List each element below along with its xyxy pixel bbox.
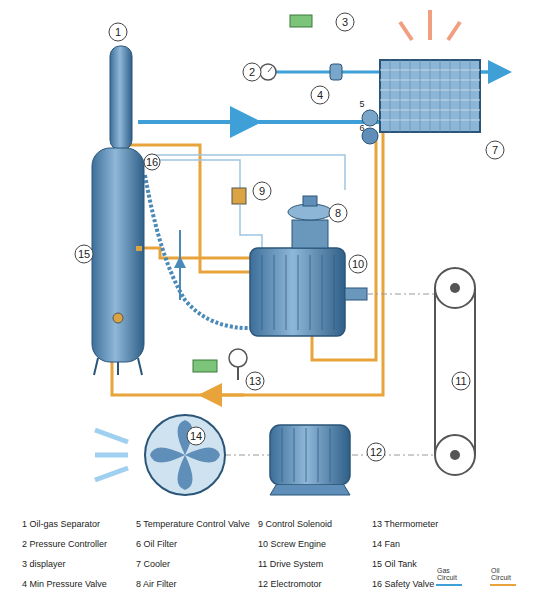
part-name: 3 displayer (22, 560, 66, 570)
callout-number: 9 (259, 186, 265, 197)
part-name: 10 Screw Engine (258, 540, 326, 550)
callout-number: 1 (115, 27, 121, 38)
legend-text: Oil Circuit (491, 567, 515, 581)
part-name: 16 Safety Valve (372, 580, 434, 590)
callout-number: 5 (359, 100, 364, 109)
fan (95, 415, 225, 495)
callout-circles (75, 13, 504, 461)
callout-number: 12 (370, 447, 382, 458)
callout-number: 10 (352, 259, 364, 270)
callout-number: 4 (317, 90, 323, 101)
screw-engine (250, 196, 367, 336)
separator-tank (92, 46, 144, 375)
callout-number: 15 (78, 249, 90, 260)
callout-number: 13 (249, 376, 261, 387)
part-name: 12 Electromotor (258, 580, 322, 590)
gas-legend-line (436, 584, 462, 586)
part-name: 13 Thermometer (372, 520, 438, 530)
part-name: 4 Min Pressure Valve (22, 580, 107, 590)
part-name: 2 Pressure Controller (22, 540, 107, 550)
oil-pipes (112, 132, 383, 395)
callout-number: 3 (342, 17, 348, 28)
oil-legend-line (490, 584, 516, 586)
callout-number: 7 (492, 145, 498, 156)
callout-number: 8 (335, 208, 341, 219)
part-name: 6 Oil Filter (136, 540, 177, 550)
callout-number: 11 (455, 376, 466, 387)
electromotor (270, 425, 350, 495)
gauges (193, 15, 378, 380)
cooler (380, 10, 480, 132)
part-name: 14 Fan (372, 540, 400, 550)
callout-number: 6 (359, 124, 364, 133)
callout-number: 2 (249, 67, 255, 78)
callout-number: 16 (146, 157, 158, 168)
legend-text: Gas Circuit (437, 567, 461, 581)
part-name: 8 Air Filter (136, 580, 177, 590)
part-name: 5 Temperature Control Valve (136, 520, 250, 530)
part-name: 15 Oil Tank (372, 560, 417, 570)
part-name: 9 Control Solenoid (258, 520, 332, 530)
callout-number: 14 (190, 431, 202, 442)
part-name: 7 Cooler (136, 560, 170, 570)
part-name: 11 Drive System (258, 560, 323, 570)
part-name: 1 Oil-gas Separator (22, 520, 100, 530)
